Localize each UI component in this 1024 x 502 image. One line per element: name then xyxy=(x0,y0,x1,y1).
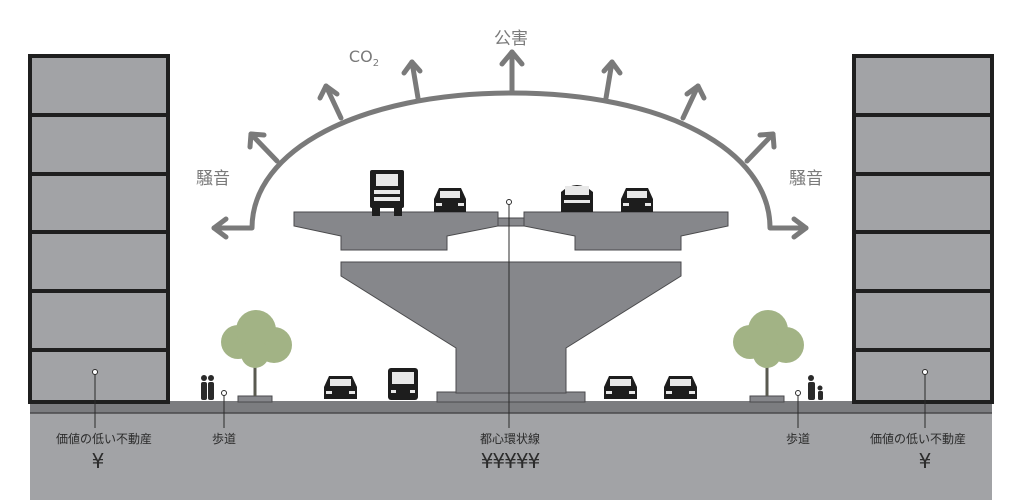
ground xyxy=(30,412,992,500)
low-value-property-cost-right: ¥ xyxy=(918,449,932,473)
noise-label-left: 騒音 xyxy=(196,169,230,189)
tree-left xyxy=(221,310,292,403)
car-on-road-1 xyxy=(324,376,357,399)
right-building xyxy=(852,54,994,404)
low-value-property-cost-left: ¥ xyxy=(91,449,105,473)
car-on-deck-2 xyxy=(621,188,653,212)
co2-label-subscript: 2 xyxy=(372,58,380,70)
expressway-label: 都心環状線 xyxy=(479,432,541,446)
expressway-cost: ¥¥¥¥¥ xyxy=(480,449,541,473)
van-on-deck xyxy=(561,185,593,212)
truck-on-deck xyxy=(370,170,404,216)
low-value-property-label-right: 価値の低い不動産 xyxy=(869,432,967,446)
left-building xyxy=(28,54,170,404)
leader-lines xyxy=(92,199,928,428)
car-on-road-2 xyxy=(604,376,637,399)
pedestrians-right xyxy=(808,375,823,400)
sidewalk-label-left: 歩道 xyxy=(211,432,237,446)
sidewalk-label-right: 歩道 xyxy=(785,432,811,446)
tree-right xyxy=(733,310,804,403)
car-on-deck-1 xyxy=(434,188,466,212)
low-value-property-label-left: 価値の低い不動産 xyxy=(55,432,153,446)
road-surface xyxy=(30,401,992,413)
noise-label-right: 騒音 xyxy=(789,169,823,189)
noise-dome-arc xyxy=(249,90,773,229)
bus-on-road xyxy=(388,368,418,400)
emission-arrows xyxy=(211,49,809,240)
car-on-road-3 xyxy=(664,376,697,399)
pollution-label: 公害 xyxy=(494,29,528,49)
expressway-pillar xyxy=(340,261,682,403)
pedestrians-left xyxy=(201,375,214,400)
co2-label: CO2 xyxy=(349,47,379,69)
expressway-deck xyxy=(293,211,729,251)
co2-label-main: CO xyxy=(348,47,373,66)
